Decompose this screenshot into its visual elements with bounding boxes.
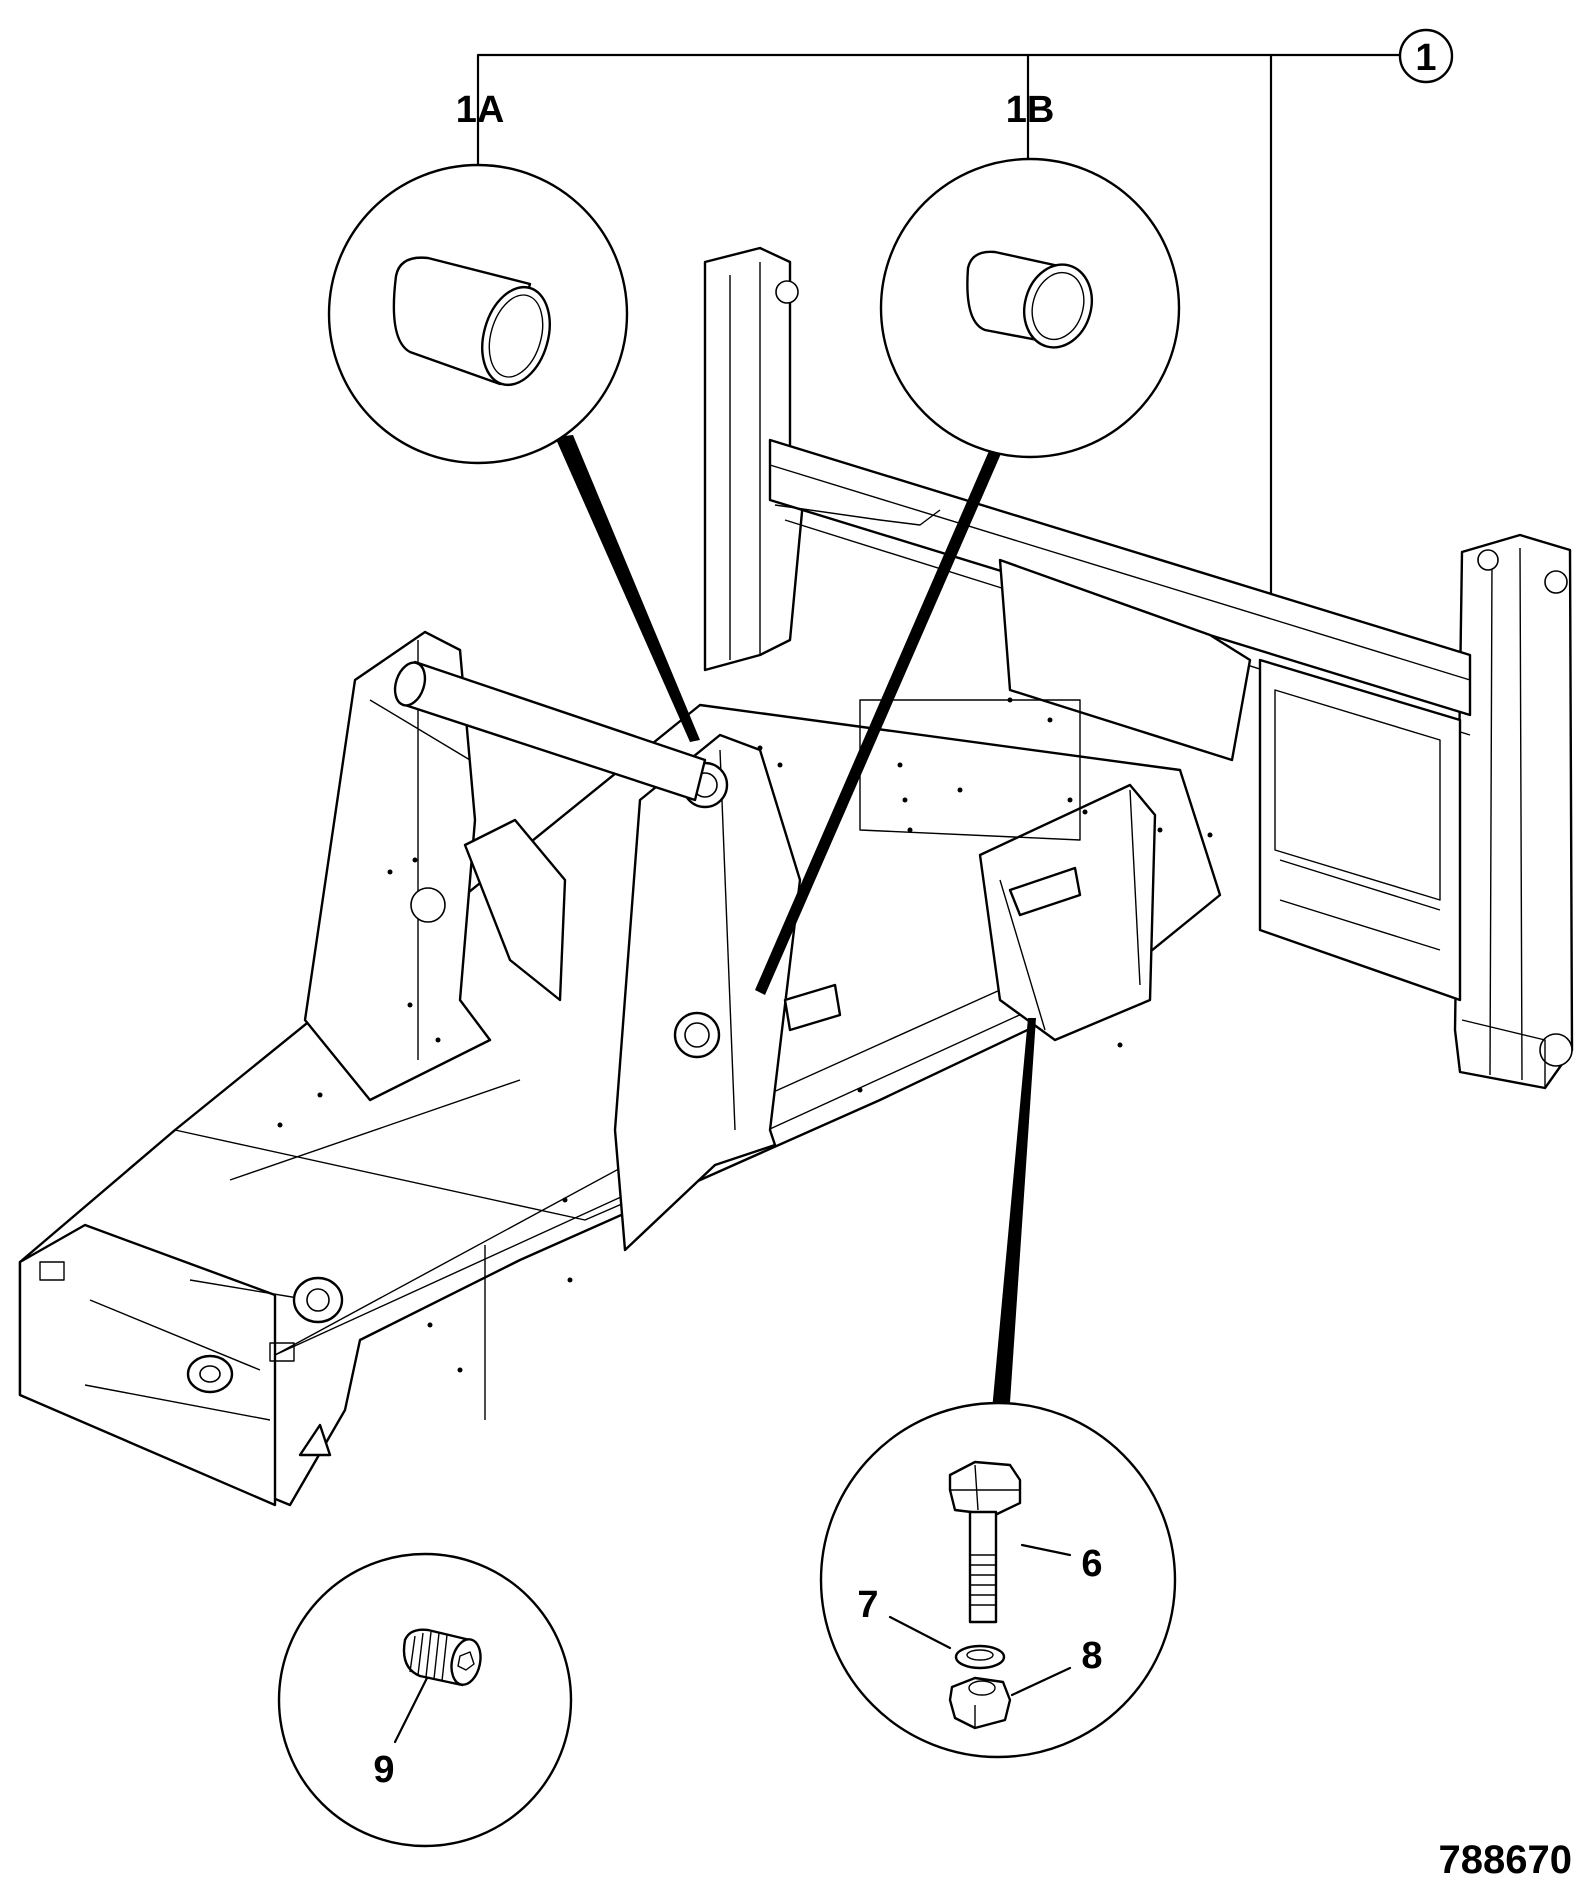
rear-crossmember <box>768 438 1472 717</box>
bush-1b-icon <box>966 250 1093 349</box>
nut-icon <box>948 1676 1012 1730</box>
leader-wedge-1b <box>755 433 1010 995</box>
chassis-frame <box>18 246 1574 1507</box>
detail-fastener: 6 7 8 <box>819 1018 1177 1759</box>
leader-7 <box>888 1615 952 1650</box>
detail-grub-screw: 9 <box>277 1552 573 1848</box>
figure-number: 788670 <box>1439 1838 1572 1882</box>
detail-1a <box>327 163 700 742</box>
callout-1a-label: 1A <box>456 89 505 131</box>
grub-screw-icon <box>402 1628 482 1687</box>
bolt-icon <box>948 1460 1022 1624</box>
ram-mount-right <box>978 783 1157 1042</box>
callout-8-label: 8 <box>1081 1635 1102 1677</box>
front-tower-left <box>303 630 492 1102</box>
frame-holes <box>277 697 1213 1373</box>
leader-wedge-fastener <box>990 1018 1036 1432</box>
rear-cradle-top <box>998 558 1252 762</box>
front-tower-right <box>613 733 802 1252</box>
rear-cradle-box <box>1258 658 1462 1002</box>
rear-upright-right <box>1453 533 1574 1090</box>
callout-1-balloon <box>1398 28 1454 84</box>
detail-circle-fastener <box>819 1401 1177 1759</box>
front-tower-left-hole <box>410 887 446 923</box>
bush-1a-icon <box>392 256 551 387</box>
detail-circle-grub-screw <box>277 1552 573 1848</box>
callout-9-label: 9 <box>373 1749 394 1791</box>
detail-1b <box>755 157 1181 995</box>
washer-icon <box>954 1644 1006 1670</box>
leader-6 <box>1020 1543 1072 1557</box>
front-end-box <box>18 1223 277 1507</box>
inner-bracket <box>463 818 567 1002</box>
callout-tree-1: 1 1A 1B <box>456 28 1454 602</box>
callout-1-label: 1 <box>1415 37 1436 79</box>
callout-1b-label: 1B <box>1006 89 1055 131</box>
callout-6-label: 6 <box>1081 1543 1102 1585</box>
leader-8 <box>1010 1666 1072 1697</box>
leader-9 <box>393 1676 429 1744</box>
leader-wedge-1a <box>555 435 700 742</box>
callout-7-label: 7 <box>857 1584 878 1626</box>
